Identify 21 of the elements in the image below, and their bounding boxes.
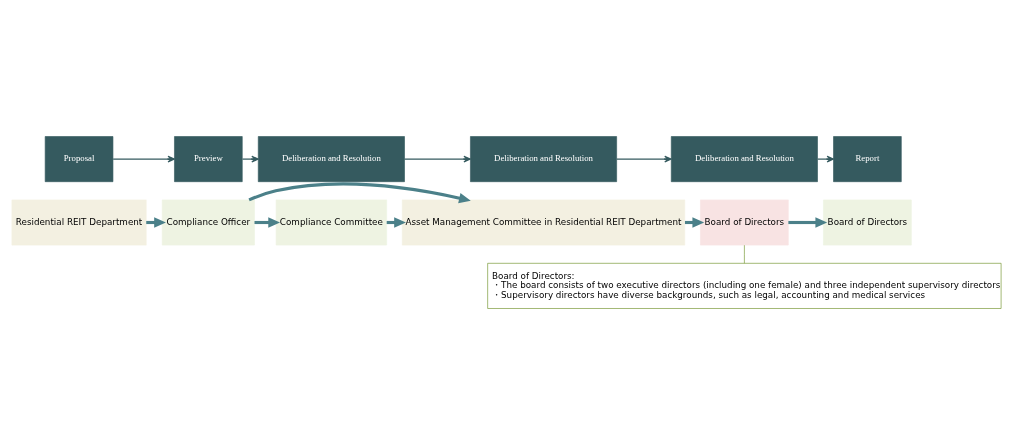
- arrow: [817, 155, 835, 163]
- arrow: [403, 155, 471, 163]
- arrow: [112, 155, 175, 163]
- node-box: Residential REIT Department: [11, 199, 147, 246]
- node-box: Compliance Officer: [161, 199, 255, 246]
- node-box: Board of Directors: ・The board consists of two executive directors (including one female) and three independent supervisory directors ・Supervisory directors have diverse backgrounds, such as legal, accounting and medical services: [487, 263, 1002, 309]
- arrow: [616, 155, 672, 163]
- connector: [744, 244, 745, 264]
- arrow: [248, 182, 471, 204]
- node-box: Proposal: [44, 136, 114, 182]
- node-box: Deliberation and Resolution: [470, 136, 617, 182]
- node-box: Deliberation and Resolution: [670, 136, 818, 182]
- node-box: Board of Directors: [823, 199, 912, 246]
- arrow: [241, 155, 259, 163]
- node-box: Preview: [174, 136, 243, 182]
- node-box: Board of Directors: [700, 199, 789, 246]
- node-box: Asset Management Committee in Residential REIT Department: [402, 199, 686, 246]
- arrow: [788, 217, 828, 228]
- node-box: Deliberation and Resolution: [257, 136, 405, 182]
- node-box: Compliance Committee: [275, 199, 387, 246]
- node-box: Report: [833, 136, 902, 182]
